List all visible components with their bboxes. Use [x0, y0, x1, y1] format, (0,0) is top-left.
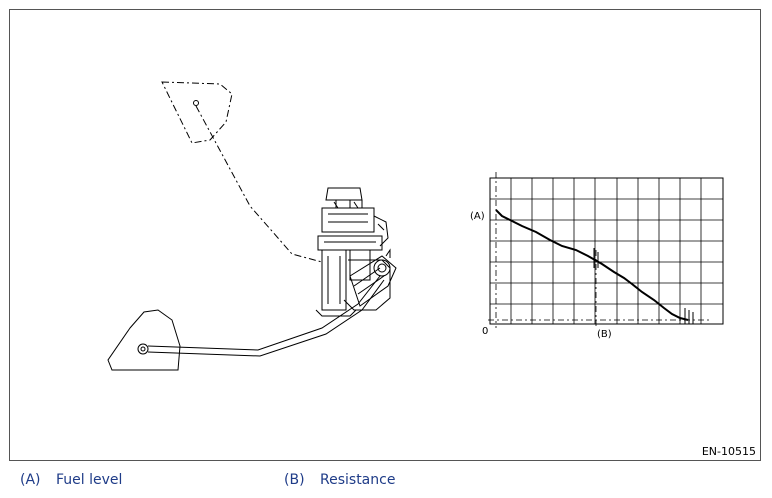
legend-item-resistance: (B) Resistance: [284, 472, 395, 488]
graph-origin-label: 0: [482, 326, 488, 337]
graph-grid: [490, 178, 723, 324]
float-upper-position: [161, 81, 323, 263]
graph-area: (A) (B) 0: [470, 172, 724, 340]
graph-reference-lines: [488, 172, 710, 328]
legend-label: Fuel level: [56, 472, 123, 488]
legend-key: (B): [284, 472, 305, 488]
legend-label: Resistance: [320, 472, 396, 488]
legend-key: (A): [20, 472, 41, 488]
figure-id: EN-10515: [701, 445, 756, 458]
sender-unit: [315, 187, 397, 317]
legend-item-fuel-level: (A) Fuel level: [20, 472, 122, 488]
graph-x-axis-label: (B): [597, 329, 612, 340]
fuel-sender-diagram: (A) (B) 0: [107, 81, 724, 371]
float-lower-position: [107, 275, 385, 371]
graph-y-axis-label: (A): [470, 211, 485, 222]
graph-tick-marks: [593, 248, 694, 324]
fuel-level-resistance-curve: [495, 209, 689, 321]
graph-border: [489, 177, 724, 325]
float-pivot-upper: [193, 100, 199, 106]
diagram-frame: (A) (B) 0 EN-10515: [9, 9, 761, 461]
